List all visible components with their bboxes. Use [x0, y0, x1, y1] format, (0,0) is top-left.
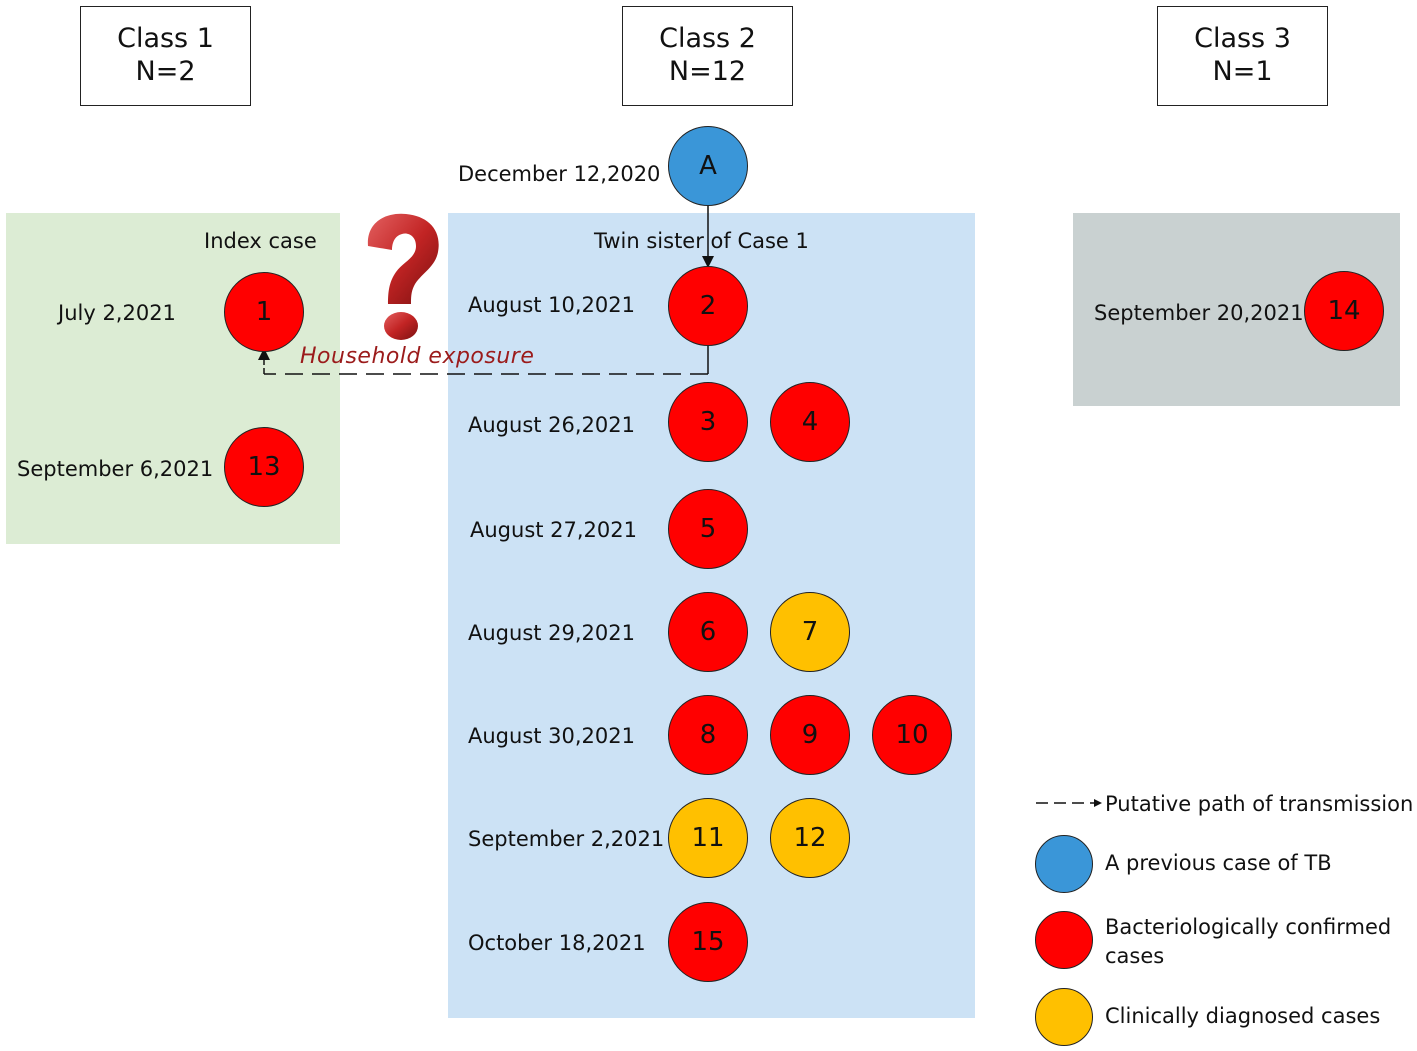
- class-2-date-5: August 30,2021: [468, 724, 636, 748]
- class-1-header: Class 1 N=2: [80, 6, 251, 106]
- previous-case-date: December 12,2020: [458, 162, 661, 186]
- class-3-count: N=1: [1212, 56, 1273, 87]
- household-exposure-label: Household exposure: [300, 344, 535, 369]
- legend-previous-dot: [1035, 835, 1093, 893]
- class-1-title: Class 1: [117, 23, 214, 54]
- legend-confirmed-dot: [1035, 911, 1093, 969]
- case-node: 5: [668, 489, 748, 569]
- case-node: 9: [770, 695, 850, 775]
- class-1-date-1: July 2,2021: [58, 301, 176, 325]
- legend: Putative path of transmission A previous…: [1034, 780, 1414, 1050]
- case-node: 7: [770, 592, 850, 672]
- legend-clinical-label: Clinically diagnosed cases: [1105, 1004, 1381, 1028]
- class-2-date-6: September 2,2021: [468, 827, 665, 851]
- legend-dashed-arrow-icon: [1036, 799, 1102, 807]
- legend-transmission-label: Putative path of transmission: [1105, 792, 1414, 816]
- case-node: 12: [770, 798, 850, 878]
- case-node: 8: [668, 695, 748, 775]
- class-2-date-3: August 27,2021: [470, 518, 638, 542]
- class-2-count: N=12: [668, 56, 747, 87]
- case-node: 6: [668, 592, 748, 672]
- class-3-title: Class 3: [1194, 23, 1291, 54]
- case-node: 3: [668, 382, 748, 462]
- class-1-date-2: September 6,2021: [17, 457, 214, 481]
- case-node: 2: [668, 266, 748, 346]
- class-1-count: N=2: [135, 56, 196, 87]
- class-3-header: Class 3 N=1: [1157, 6, 1328, 106]
- question-mark-icon: [367, 213, 439, 340]
- case-node: 15: [668, 902, 748, 982]
- case-node: 13: [224, 427, 304, 507]
- case-node: 14: [1304, 271, 1384, 351]
- class-2-date-7: October 18,2021: [468, 931, 646, 955]
- legend-clinical-dot: [1035, 988, 1093, 1046]
- case-node: 10: [872, 695, 952, 775]
- case-a-node: A: [668, 126, 748, 206]
- case-node: 11: [668, 798, 748, 878]
- legend-previous-label: A previous case of TB: [1105, 851, 1332, 875]
- index-case-label: Index case: [204, 229, 317, 253]
- case-node: 1: [224, 272, 304, 352]
- class-2-date-1: August 10,2021: [468, 293, 636, 317]
- class-2-header: Class 2 N=12: [622, 6, 793, 106]
- class-3-date-1: September 20,2021: [1094, 301, 1304, 325]
- class-2-date-4: August 29,2021: [468, 621, 636, 645]
- class-2-title: Class 2: [659, 23, 756, 54]
- class-2-date-2: August 26,2021: [468, 413, 636, 437]
- case-node: 4: [770, 382, 850, 462]
- legend-confirmed-label: Bacteriologically confirmed cases: [1105, 915, 1392, 968]
- twin-sister-label: Twin sister of Case 1: [594, 229, 809, 253]
